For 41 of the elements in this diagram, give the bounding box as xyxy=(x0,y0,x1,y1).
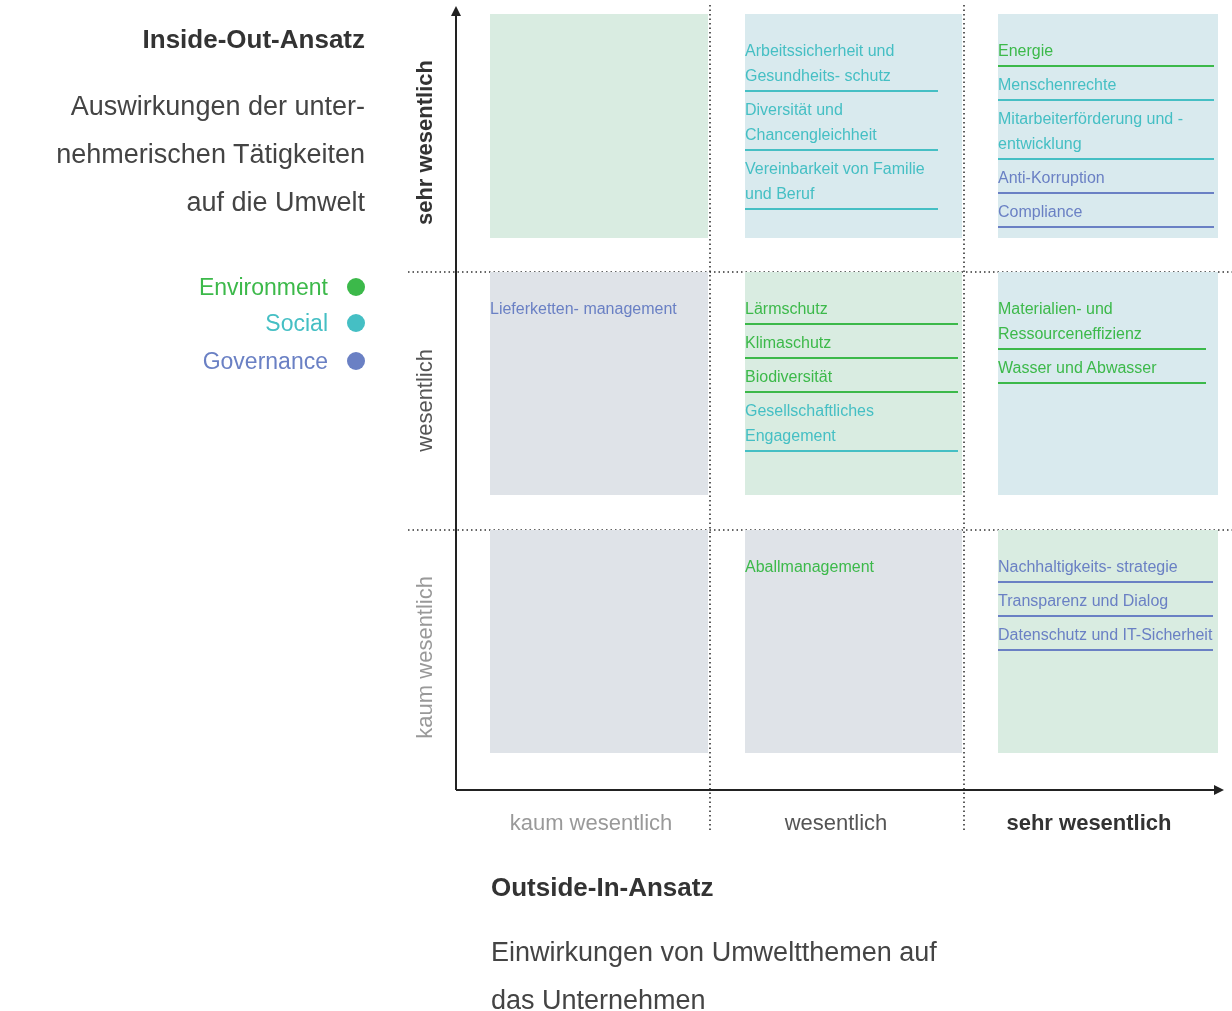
matrix-cell xyxy=(998,272,1218,495)
underlined-topic: Transparenz und Dialog xyxy=(998,588,1213,617)
legend-label: Social xyxy=(265,309,328,337)
underlined-topic: Klimaschutz xyxy=(745,330,958,359)
topic-label: Aballmanagement xyxy=(745,554,955,581)
axis-tick-label: wesentlich xyxy=(784,810,888,836)
legend-label: Environment xyxy=(198,273,328,301)
underlined-topic: Gesellschaftliches Engagement xyxy=(745,398,958,452)
matrix-cell xyxy=(490,530,708,753)
matrix-cell xyxy=(490,14,708,238)
axis-tick-label: kaum wesentlich xyxy=(509,810,673,836)
matrix-cell xyxy=(745,272,962,495)
axis-tick-label: sehr wesentlich xyxy=(1006,810,1172,836)
matrix-cell xyxy=(490,272,708,495)
underlined-topic: Biodiversität xyxy=(745,364,958,393)
matrix-cell xyxy=(998,14,1218,238)
underlined-topic: Vereinbarkeit von Familie und Beruf xyxy=(745,156,938,210)
heading: Inside-Out-Ansatz xyxy=(142,24,365,55)
heading: Outside-In-Ansatz xyxy=(491,872,714,903)
underlined-topic: Materialien- und Ressourceneffizienz xyxy=(998,296,1206,350)
underlined-topic: Menschenrechte xyxy=(998,72,1214,101)
underlined-topic: Wasser und Abwasser xyxy=(998,355,1206,384)
underlined-topic: Datenschutz und IT-Sicherheit xyxy=(998,622,1213,651)
underlined-topic: Anti-Korruption xyxy=(998,165,1214,194)
matrix-cell xyxy=(745,14,962,238)
legend-label: Governance xyxy=(202,347,328,375)
underlined-topic: Arbeitssicherheit und Gesundheits- schutz xyxy=(745,38,938,92)
underlined-topic: Energie xyxy=(998,38,1214,67)
underlined-topic: Compliance xyxy=(998,199,1214,228)
axis-tick-label: wesentlich xyxy=(412,348,438,452)
underlined-topic: Diversität und Chancengleichheit xyxy=(745,97,938,151)
underlined-topic: Lärmschutz xyxy=(745,296,958,325)
underlined-topic: Nachhaltigkeits- strategie xyxy=(998,554,1213,583)
underlined-topic: Mitarbeiterförderung und -entwicklung xyxy=(998,106,1214,160)
axis-tick-label: kaum wesentlich xyxy=(412,575,438,739)
description: Auswirkungen der unter- nehmerischen Tätigkeiten auf die Umwelt xyxy=(55,90,365,219)
description: Einwirkungen von Umweltthemen auf das Unternehmen xyxy=(491,936,938,1011)
axis-tick-label: sehr wesentlich xyxy=(412,60,438,226)
matrix-cell xyxy=(998,530,1218,753)
matrix-cell xyxy=(745,530,962,753)
topic-label: Lieferketten- management xyxy=(490,296,700,323)
